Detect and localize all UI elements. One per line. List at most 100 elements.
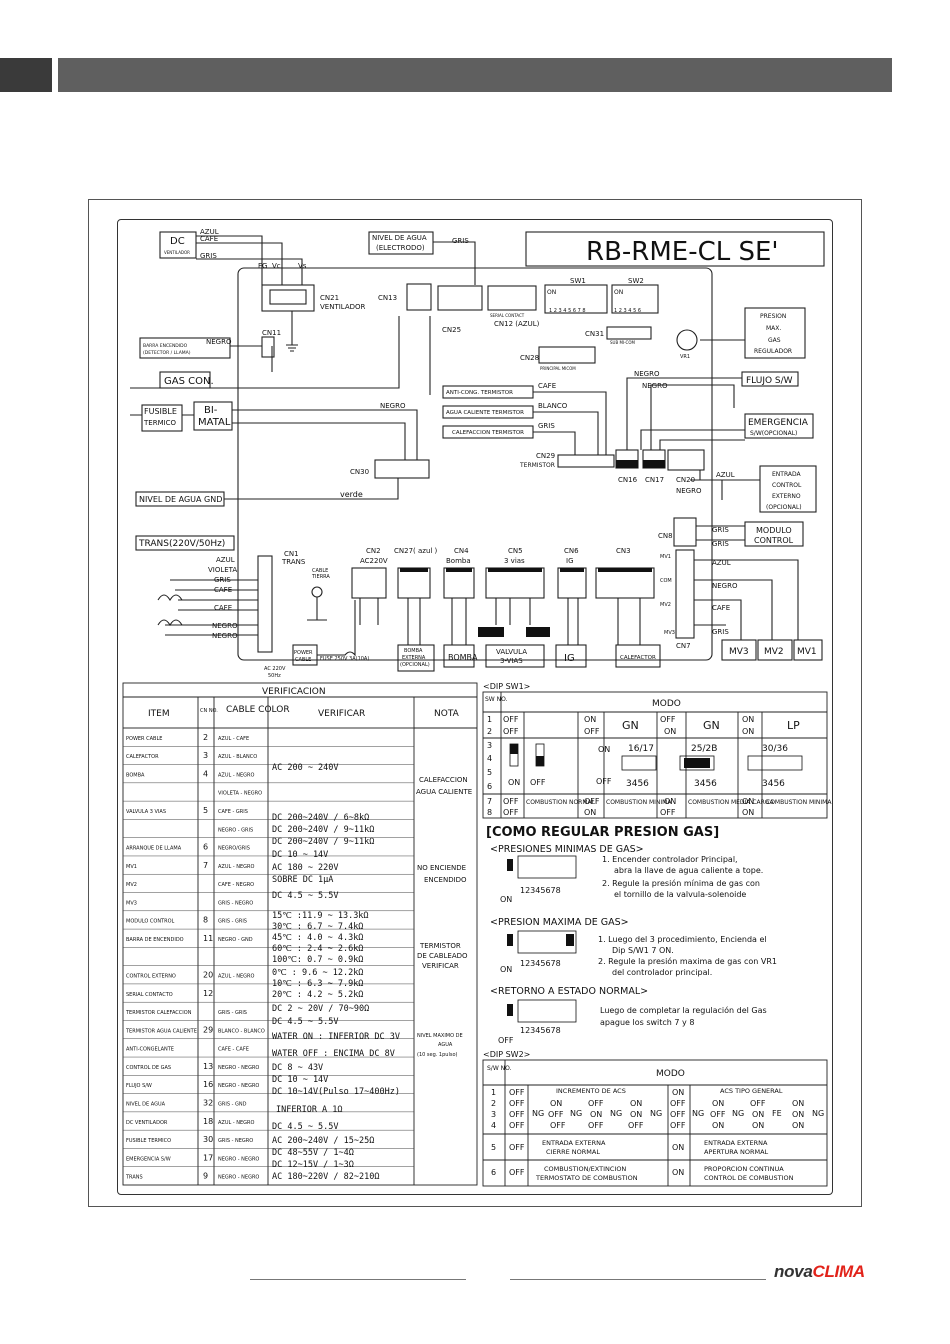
model-box xyxy=(525,231,825,267)
svg-text:ON: ON xyxy=(584,715,596,724)
emergencia-box xyxy=(744,413,814,439)
svg-text:CAFE: CAFE xyxy=(214,604,232,612)
verif-cn-cell: 6 xyxy=(203,843,208,852)
svg-text:MV3: MV3 xyxy=(729,647,749,657)
verif-item-cell: EMERGENCIA S/W xyxy=(126,1156,171,1162)
svg-text:APERTURA NORMAL: APERTURA NORMAL xyxy=(704,1148,769,1156)
svg-text:ON: ON xyxy=(630,1110,642,1119)
svg-text:AC220V: AC220V xyxy=(360,557,388,565)
svg-text:apague los switch 7 y 8: apague los switch 7 y 8 xyxy=(600,1018,694,1027)
svg-text:CN7: CN7 xyxy=(676,642,691,650)
svg-text:OFF: OFF xyxy=(509,1121,525,1130)
svg-text:NEGRO: NEGRO xyxy=(380,402,406,410)
verif-cn-cell: 8 xyxy=(203,916,208,925)
svg-text:OFF: OFF xyxy=(530,778,546,787)
svg-text:ON: ON xyxy=(752,1121,764,1130)
svg-text:<RETORNO A ESTADO NORMAL>: <RETORNO A ESTADO NORMAL> xyxy=(490,986,648,997)
svg-text:ON: ON xyxy=(742,727,754,736)
svg-text:NEGRO: NEGRO xyxy=(712,582,738,590)
svg-text:GRIS: GRIS xyxy=(712,628,729,636)
svg-text:DC 4.5 ~ 5.5V: DC 4.5 ~ 5.5V xyxy=(272,1017,339,1027)
verif-color-cell: VIOLETA - NEGRO xyxy=(218,791,262,797)
svg-text:CN30: CN30 xyxy=(350,468,369,476)
cn29-connector xyxy=(557,454,615,468)
svg-text:2: 2 xyxy=(487,727,492,736)
svg-text:CONTROL DE COMBUSTION: CONTROL DE COMBUSTION xyxy=(704,1174,794,1182)
svg-text:IG: IG xyxy=(564,653,575,664)
verif-color-cell: NEGRO - NEGRO xyxy=(218,1083,259,1089)
svg-text:12345678: 12345678 xyxy=(520,959,561,968)
svg-text:CN17: CN17 xyxy=(645,476,664,484)
svg-text:CIERRE NORMAL: CIERRE NORMAL xyxy=(546,1148,600,1156)
svg-text:POWER: POWER xyxy=(294,650,313,656)
svg-text:OFF: OFF xyxy=(660,808,676,817)
svg-text:OFF: OFF xyxy=(596,777,612,786)
svg-text:verde: verde xyxy=(340,490,363,499)
svg-text:Vs: Vs xyxy=(298,262,307,270)
svg-text:DC 2 ~ 20V / 70~90Ω: DC 2 ~ 20V / 70~90Ω xyxy=(272,1004,369,1014)
svg-text:NIVEL DE AGUA GND: NIVEL DE AGUA GND xyxy=(139,495,222,504)
verif-cn-cell: 20 xyxy=(203,971,213,980)
cn1-connector xyxy=(257,555,273,653)
svg-text:CN5: CN5 xyxy=(508,547,523,555)
svg-text:(OPCIONAL): (OPCIONAL) xyxy=(400,662,430,668)
svg-text:CN11: CN11 xyxy=(262,329,281,337)
svg-text:5: 5 xyxy=(491,1143,496,1152)
dc-label: DC xyxy=(170,236,185,247)
svg-text:CABLE: CABLE xyxy=(295,657,311,663)
svg-text:60℃ : 2.4 ~ 2.6kΩ: 60℃ : 2.4 ~ 2.6kΩ xyxy=(272,944,363,954)
svg-text:OFF: OFF xyxy=(509,1099,525,1108)
svg-text:ITEM: ITEM xyxy=(148,709,170,719)
svg-text:OFF: OFF xyxy=(503,797,519,806)
svg-text:el tornillo de la valvula-sole: el tornillo de la valvula-solenoide xyxy=(614,890,746,899)
svg-text:DC 200~240V / 6~8kΩ: DC 200~240V / 6~8kΩ xyxy=(272,813,369,823)
svg-text:10℃ : 6.3 ~ 7.9kΩ: 10℃ : 6.3 ~ 7.9kΩ xyxy=(272,979,363,989)
svg-text:CN16: CN16 xyxy=(618,476,638,484)
nivel-agua-box xyxy=(368,231,434,255)
svg-text:CALEFACCION: CALEFACCION xyxy=(419,776,468,784)
svg-text:ON: ON xyxy=(550,1099,562,1108)
svg-text:ON: ON xyxy=(500,965,512,974)
dip-sw1-table xyxy=(482,691,828,819)
svg-text:COM: COM xyxy=(660,578,672,584)
svg-text:ON: ON xyxy=(598,745,610,754)
svg-text:MV1: MV1 xyxy=(660,554,671,560)
verif-item-cell: BARRA DE ENCENDIDO xyxy=(126,937,184,943)
cn21-label: CN21 xyxy=(320,294,339,302)
svg-text:IG: IG xyxy=(566,557,574,565)
svg-text:CALEFACTOR: CALEFACTOR xyxy=(620,655,656,661)
svg-text:8: 8 xyxy=(487,808,492,817)
svg-text:CN12 (AZUL): CN12 (AZUL) xyxy=(494,320,540,328)
svg-text:20℃ : 4.2 ~ 5.2kΩ: 20℃ : 4.2 ~ 5.2kΩ xyxy=(272,990,363,1000)
svg-text:MV2: MV2 xyxy=(764,647,784,657)
verif-cn-cell: 5 xyxy=(203,806,208,815)
svg-text:12345678: 12345678 xyxy=(520,886,561,895)
svg-text:Dip S/W1 7 ON.: Dip S/W1 7 ON. xyxy=(612,946,674,955)
svg-text:OFF: OFF xyxy=(588,1099,604,1108)
svg-text:DC 10~14V(Pulso 17~400Hz): DC 10~14V(Pulso 17~400Hz) xyxy=(272,1087,400,1097)
svg-text:COMBUSTION/EXTINCION: COMBUSTION/EXTINCION xyxy=(544,1165,626,1173)
svg-text:AGUA CALIENTE TERMISTOR: AGUA CALIENTE TERMISTOR xyxy=(446,410,524,416)
cn7-connector xyxy=(675,549,695,639)
verif-color-cell: GRIS - GND xyxy=(218,1101,247,1107)
verif-item-cell: POWER CABLE xyxy=(126,736,162,742)
svg-text:EXTERNO: EXTERNO xyxy=(772,493,801,500)
svg-text:SW NO.: SW NO. xyxy=(485,696,508,703)
svg-text:BI-: BI- xyxy=(204,405,218,416)
svg-text:VALVULA: VALVULA xyxy=(496,648,527,656)
svg-text:REGULADOR: REGULADOR xyxy=(754,348,792,355)
svg-text:AC 200 ~ 240V: AC 200 ~ 240V xyxy=(272,763,339,773)
svg-text:OFF: OFF xyxy=(503,808,519,817)
verif-color-cell: AZUL - CAFE xyxy=(218,736,249,742)
svg-text:BOMBA: BOMBA xyxy=(448,653,478,662)
svg-text:3456: 3456 xyxy=(626,779,649,789)
dip-sw2-table xyxy=(482,1059,828,1187)
verif-item-cell: FLUJO S/W xyxy=(126,1083,152,1089)
svg-text:50Hz: 50Hz xyxy=(268,673,281,679)
svg-text:NG: NG xyxy=(610,1109,622,1118)
sw2-dip xyxy=(611,284,659,314)
svg-text:3 vias: 3 vias xyxy=(504,557,525,565)
svg-text:4: 4 xyxy=(491,1121,496,1130)
svg-text:CN29: CN29 xyxy=(536,452,555,460)
verif-item-cell: MV2 xyxy=(126,882,137,888)
